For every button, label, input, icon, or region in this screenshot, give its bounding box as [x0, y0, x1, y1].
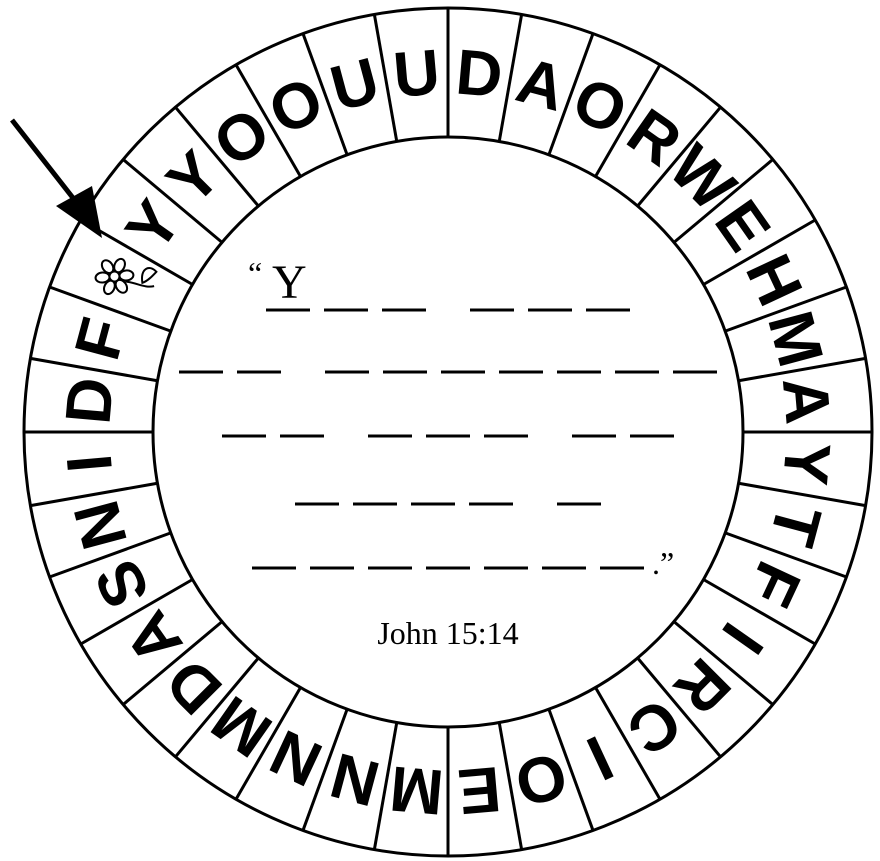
filled-answer-letter: Y — [272, 256, 307, 309]
close-quote: .” — [652, 545, 674, 581]
ring-letter: D — [453, 35, 505, 111]
start-arrow-icon — [12, 120, 102, 238]
ring-letter: M — [387, 752, 446, 828]
ring-letter: Y — [769, 439, 844, 488]
ring-letter: E — [455, 753, 504, 828]
ring-letter: D — [51, 374, 127, 426]
ring-letter: A — [769, 374, 845, 426]
verse-reference: John 15:14 — [377, 615, 518, 651]
open-quote: “ — [248, 255, 262, 291]
ring-letter: U — [390, 35, 442, 111]
